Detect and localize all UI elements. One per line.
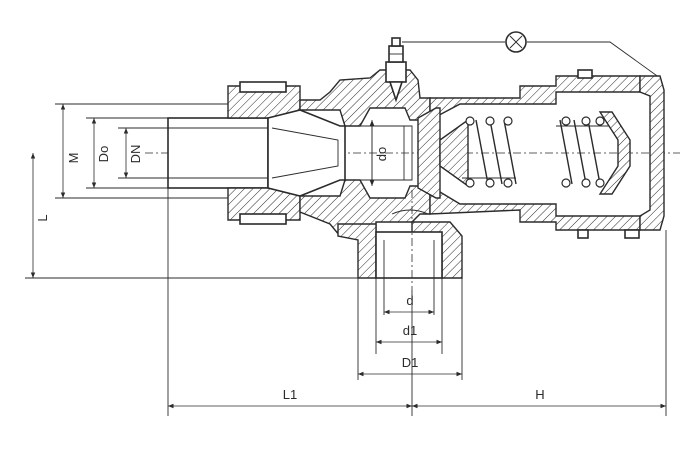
label-do: do bbox=[374, 147, 389, 161]
spring-housing bbox=[429, 69, 665, 239]
union-nut bbox=[227, 81, 301, 225]
label-M: M bbox=[66, 153, 81, 164]
spring-seat bbox=[598, 111, 631, 195]
spring-coils bbox=[462, 116, 610, 188]
lead-seal-wire bbox=[402, 31, 661, 79]
label-d1: d1 bbox=[403, 323, 417, 338]
dimension-lines bbox=[30, 104, 666, 409]
valve-disc bbox=[417, 107, 469, 199]
label-DN: DN bbox=[128, 145, 143, 164]
label-H: H bbox=[535, 387, 544, 402]
nozzle-cone bbox=[267, 109, 346, 197]
label-d: d bbox=[406, 293, 413, 308]
outlet-body bbox=[337, 209, 463, 279]
label-D1: D1 bbox=[402, 355, 419, 370]
label-L1: L1 bbox=[283, 387, 297, 402]
label-L: L bbox=[35, 214, 50, 221]
sealing-screw bbox=[385, 37, 407, 103]
inlet-tube bbox=[167, 117, 269, 189]
label-Do: Do bbox=[96, 146, 111, 163]
